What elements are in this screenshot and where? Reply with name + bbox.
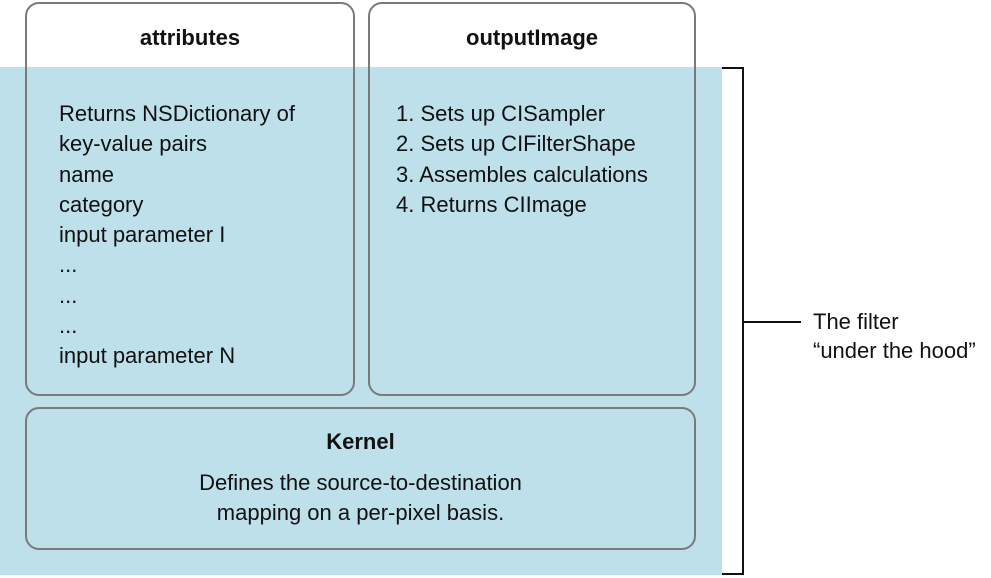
attributes-line: Returns NSDictionary of xyxy=(59,101,295,126)
attributes-line: name xyxy=(59,161,115,187)
output-image-step: 1. Sets up CISampler xyxy=(396,101,606,126)
attributes-title: attributes xyxy=(139,25,241,50)
output-image-step: 3. Assembles calculations xyxy=(396,161,648,187)
kernel-description-line: mapping on a per-pixel basis. xyxy=(216,500,505,525)
output-image-step: 4. Returns CIImage xyxy=(396,191,587,217)
filter-callout-label: The filter “under the hood” xyxy=(813,307,976,365)
output-image-step: 2. Sets up CIFilterShape xyxy=(396,131,636,157)
callout-line: “under the hood” xyxy=(813,338,976,363)
kernel-description-line: Defines the source-to-destination xyxy=(199,470,522,495)
attributes-line: ... xyxy=(59,313,78,339)
attributes-line: key-value pairs xyxy=(59,131,207,157)
attributes-line: ... xyxy=(59,282,78,308)
kernel-description: Defines the source-to-destination mappin… xyxy=(27,468,694,528)
attributes-line: ... xyxy=(59,252,78,278)
output-image-title: outputImage xyxy=(466,25,598,50)
kernel-box: Kernel Defines the source-to-destination… xyxy=(25,407,696,550)
attributes-line: input parameter I xyxy=(59,222,226,248)
callout-line: The filter xyxy=(813,309,899,334)
filter-background-panel xyxy=(0,67,722,575)
kernel-title: Kernel xyxy=(326,429,395,454)
attributes-box: attributes Returns NSDictionary of key-v… xyxy=(25,2,355,396)
output-image-box: outputImage 1. Sets up CISampler 2. Sets… xyxy=(368,2,696,396)
attributes-line: input parameter N xyxy=(59,343,236,369)
attributes-list: Returns NSDictionary of key-value pairs … xyxy=(59,99,295,372)
attributes-line: category xyxy=(59,191,144,217)
output-image-steps: 1. Sets up CISampler 2. Sets up CIFilter… xyxy=(396,99,648,220)
bracket-line xyxy=(722,67,744,575)
callout-connector xyxy=(743,321,801,323)
